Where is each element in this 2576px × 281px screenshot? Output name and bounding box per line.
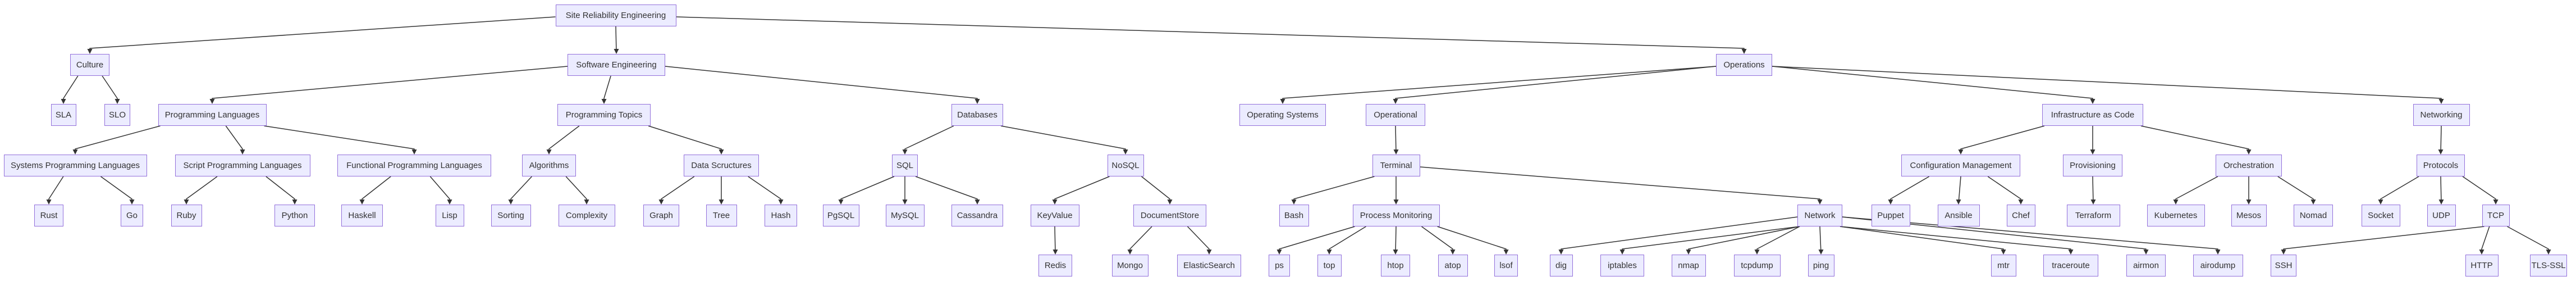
- node-functional-pl: Functional Programming Languages: [337, 155, 491, 176]
- node-ping: ping: [1808, 255, 1834, 277]
- node-nomad: Nomad: [2294, 205, 2333, 226]
- node-haskell: Haskell: [341, 205, 383, 226]
- node-orchestration: Orchestration: [2216, 155, 2282, 176]
- node-go: Go: [121, 205, 143, 226]
- node-sla: SLA: [51, 104, 76, 126]
- node-complexity: Complexity: [558, 205, 615, 226]
- node-configuration-management: Configuration Management: [1901, 155, 2020, 176]
- node-pgsql: PgSQL: [822, 205, 859, 226]
- node-sql: SQL: [892, 155, 918, 176]
- node-bash: Bash: [1279, 205, 1309, 226]
- node-mongo: Mongo: [1111, 255, 1149, 277]
- node-top: top: [1317, 255, 1342, 277]
- node-operations: Operations: [1716, 54, 1772, 76]
- node-tree: Tree: [706, 205, 737, 226]
- node-terraform: Terraform: [2066, 205, 2120, 226]
- node-sre: Site Reliability Engineering: [555, 4, 676, 26]
- node-airmon: airmon: [2126, 255, 2166, 277]
- node-lsof: lsof: [1494, 255, 1518, 277]
- node-culture: Culture: [70, 54, 109, 76]
- node-protocols: Protocols: [2417, 155, 2465, 176]
- node-kubernetes: Kubernetes: [2147, 205, 2205, 226]
- node-data-structures: Data Scructures: [684, 155, 759, 176]
- node-nosql: NoSQL: [1107, 155, 1144, 176]
- node-socket: Socket: [2361, 205, 2400, 226]
- node-slo: SLO: [104, 104, 130, 126]
- node-traceroute: traceroute: [2043, 255, 2098, 277]
- node-sorting: Sorting: [491, 205, 531, 226]
- node-http: HTTP: [2465, 255, 2499, 277]
- node-keyvalue: KeyValue: [1030, 205, 1079, 226]
- node-databases: Databases: [951, 104, 1003, 126]
- node-ssh: SSH: [2271, 255, 2296, 277]
- node-software-engineering: Software Engineering: [568, 54, 665, 76]
- node-documentstore: DocumentStore: [1133, 205, 1206, 226]
- node-tcpdump: tcpdump: [1733, 255, 1781, 277]
- node-mtr: mtr: [1991, 255, 2016, 277]
- node-lisp: Lisp: [435, 205, 464, 226]
- node-python: Python: [274, 205, 315, 226]
- node-redis: Redis: [1038, 255, 1072, 277]
- node-chef: Chef: [2006, 205, 2035, 226]
- node-cassandra: Cassandra: [951, 205, 1003, 226]
- node-network: Network: [1797, 205, 1842, 226]
- node-nmap: nmap: [1671, 255, 1706, 277]
- node-atop: atop: [1438, 255, 1468, 277]
- node-programming-languages: Programming Languages: [158, 104, 267, 126]
- node-udp: UDP: [2427, 205, 2456, 226]
- node-hash: Hash: [765, 205, 797, 226]
- node-puppet: Puppet: [1871, 205, 1910, 226]
- node-operating-systems: Operating Systems: [1239, 104, 1326, 126]
- node-ruby: Ruby: [171, 205, 202, 226]
- node-iptables: iptables: [1600, 255, 1644, 277]
- node-ansible: Ansible: [1937, 205, 1980, 226]
- node-rust: Rust: [34, 205, 63, 226]
- node-tls-ssl: TLS-SSL: [2530, 255, 2567, 277]
- node-operational: Operational: [1366, 104, 1425, 126]
- node-systems-pl: Systems Programming Languages: [3, 155, 147, 176]
- node-dig: dig: [1549, 255, 1573, 277]
- node-tcp: TCP: [2482, 205, 2510, 226]
- node-process-monitoring: Process Monitoring: [1352, 205, 1440, 226]
- node-script-pl: Script Programming Languages: [175, 155, 310, 176]
- node-ps: ps: [1269, 255, 1290, 277]
- node-elasticsearch: ElasticSearch: [1177, 255, 1241, 277]
- node-programming-topics: Programming Topics: [557, 104, 651, 126]
- node-networking: Networking: [2413, 104, 2470, 126]
- node-provisioning: Provisioning: [2063, 155, 2122, 176]
- node-terminal: Terminal: [1372, 155, 1420, 176]
- node-graph: Graph: [643, 205, 679, 226]
- node-mysql: MySQL: [885, 205, 925, 226]
- node-mesos: Mesos: [2231, 205, 2267, 226]
- node-algorithms: Algorithms: [522, 155, 576, 176]
- node-htop: htop: [1381, 255, 1410, 277]
- node-airodump: airodump: [2193, 255, 2243, 277]
- node-infrastructure-as-code: Infrastructure as Code: [2042, 104, 2143, 126]
